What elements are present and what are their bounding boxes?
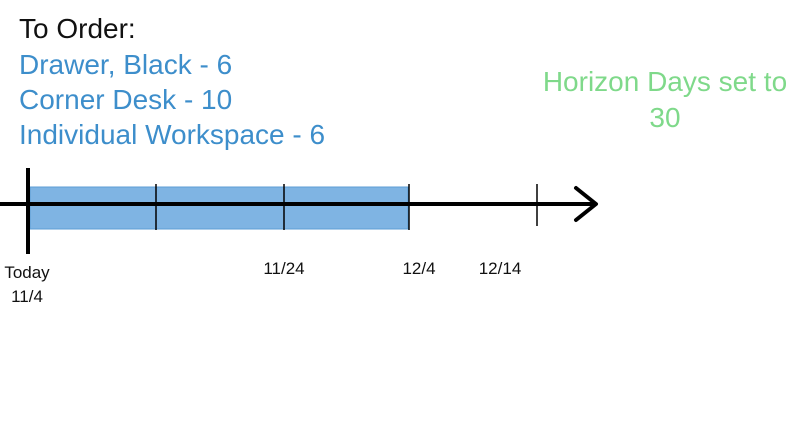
horizon-window-bar xyxy=(29,186,409,230)
timeline xyxy=(0,160,620,270)
timeline-graphic xyxy=(0,168,598,254)
today-label: Today xyxy=(4,263,50,282)
order-item-corner-desk: Corner Desk - 10 xyxy=(19,84,233,115)
horizon-days-note: Horizon Days set to 30 xyxy=(542,66,788,133)
timeline-arrowhead xyxy=(574,186,598,222)
date-label-12-4: 12/4 xyxy=(402,259,436,278)
order-item-workspace: Individual Workspace - 6 xyxy=(19,119,326,150)
date-label-11-24: 11/24 xyxy=(263,259,305,278)
date-label-12-14: 12/14 xyxy=(478,259,522,278)
today-date-label: 11/4 xyxy=(11,287,43,306)
order-list: Drawer, Black - 6 Corner Desk - 10 Indiv… xyxy=(19,47,325,152)
order-item-drawer: Drawer, Black - 6 xyxy=(19,49,233,80)
order-heading: To Order: xyxy=(19,13,136,44)
